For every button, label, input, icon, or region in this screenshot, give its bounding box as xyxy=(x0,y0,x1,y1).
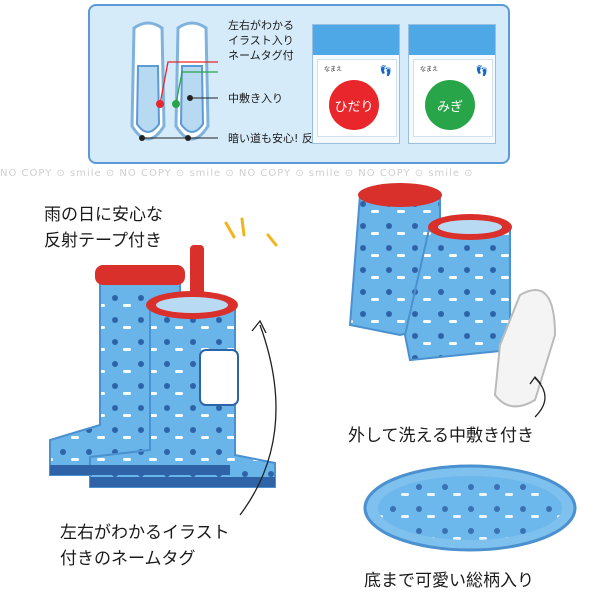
caption-name-tag: 左右がわかるイラスト 付きのネームタグ xyxy=(60,523,230,569)
callout-name-tag: 左右がわかる イラスト入り ネームタグ付 xyxy=(228,19,294,62)
callout-insole: 中敷き入り xyxy=(228,92,283,105)
insole-diagram xyxy=(130,21,218,141)
caption-reflective-tape: 雨の日に安心な 反射テープ付き xyxy=(44,205,163,251)
boots-photo xyxy=(49,245,276,488)
watermark-strip: NO COPY ⊙ smile ⊙ NO COPY ⊙ smile ⊙ NO C… xyxy=(0,168,474,179)
left-circle: ひだり xyxy=(329,80,379,130)
caption-sole-pattern: 底まで可愛い総柄入り xyxy=(364,571,534,591)
arrow-icon xyxy=(239,319,277,516)
name-label: なまえ xyxy=(420,66,439,73)
insole xyxy=(493,289,557,408)
name-tag-right: なまえ 👣 みぎ xyxy=(408,24,496,144)
feature-diagram-panel: 左右がわかる イラスト入り ネームタグ付 中敷き入り 暗い道も安心! 反射タブ付… xyxy=(88,4,510,164)
sole-photo xyxy=(363,464,577,552)
right-shoe-topview xyxy=(174,21,210,141)
caption-removable-insole: 外して洗える中敷き付き xyxy=(348,426,534,446)
footprint-icon: 👣 xyxy=(475,66,488,77)
name-label: なまえ xyxy=(324,66,343,73)
left-shoe-topview xyxy=(130,21,166,141)
boots-insole-photo xyxy=(348,183,557,408)
right-circle: みぎ xyxy=(425,80,475,130)
sparkle-icon xyxy=(224,217,278,247)
character-patch xyxy=(199,349,239,406)
arrow-icon xyxy=(529,375,546,418)
name-tag-left: なまえ 👣 ひだり xyxy=(312,24,400,144)
footprint-icon: 👣 xyxy=(379,66,392,77)
